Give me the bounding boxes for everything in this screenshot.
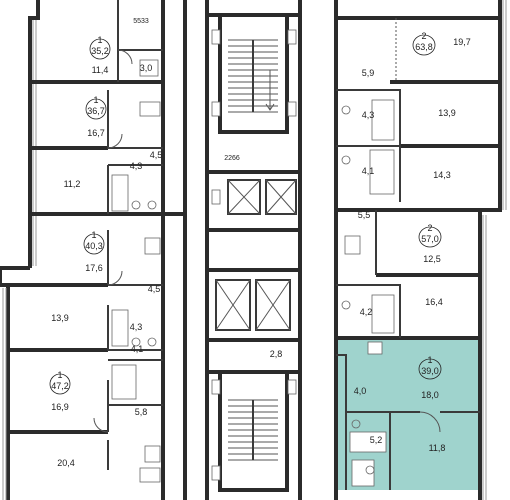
- room-area-label: 4,5: [148, 284, 161, 294]
- room-area-label: 17,6: [85, 263, 103, 273]
- apartment-badge-icon: [412, 34, 436, 56]
- apartment-area-label: 40,3: [85, 241, 103, 251]
- room-area-label: 4,0: [354, 386, 367, 396]
- sink-icon: [367, 341, 383, 355]
- door-swing-icon: [419, 411, 441, 433]
- right-block-fixtures: [341, 99, 441, 487]
- stove-icon: [139, 467, 161, 483]
- right-block-walls: [334, 0, 507, 500]
- sink-icon: [139, 59, 159, 77]
- elevator-shaft-icon: [227, 179, 261, 215]
- bathtub-icon: [371, 99, 395, 141]
- room-area-label: 4,3: [130, 322, 143, 332]
- apartment-rooms-label: 1: [57, 370, 62, 380]
- shower-icon: [111, 364, 137, 400]
- room-area-label: 11,2: [64, 179, 81, 189]
- door-swing-icon: [107, 270, 123, 286]
- room-area-label: 20,4: [57, 458, 75, 468]
- room-area-label: 2,8: [270, 349, 283, 359]
- room-area-label: 4,5: [150, 150, 163, 160]
- room-area-label: 5,8: [135, 407, 148, 417]
- sink-icon: [144, 237, 161, 255]
- bathtub-icon: [111, 174, 129, 212]
- apartment-area-label: 47,2: [51, 381, 69, 391]
- door-swing-icon: [107, 133, 123, 149]
- room-area-label: 4,2: [360, 307, 373, 317]
- room-area-label: 16,9: [51, 402, 69, 412]
- left-block-labels: 1 35,2 11,4 3,0 5533 1 36,7 16,7 4,5 11,…: [49, 18, 163, 468]
- left-block-fixtures: [93, 49, 161, 483]
- shower-icon: [351, 459, 375, 487]
- selected-apartment-labels: 1 39,0 4,0 18,0 5,2 11,8: [354, 355, 446, 453]
- room-area-label: 13,9: [438, 108, 456, 118]
- sink-icon: [144, 445, 161, 463]
- apartment-badge-icon: [83, 233, 105, 255]
- toilet-icon: [341, 155, 351, 165]
- room-area-label: 11,8: [429, 443, 446, 453]
- apartment-area-label: 36,7: [87, 106, 105, 116]
- apartment-badge-icon: [85, 98, 107, 120]
- room-tag-label: 5533: [133, 18, 149, 25]
- apartment-area-label: 35,2: [91, 46, 109, 56]
- apartment-area-label: 39,0: [421, 366, 439, 376]
- elevator-shaft-icon: [215, 279, 251, 331]
- toilet-icon: [341, 300, 351, 310]
- room-area-label: 16,4: [425, 297, 443, 307]
- toilet-icon: [131, 337, 141, 347]
- sink-icon: [344, 235, 361, 255]
- room-area-label: 5,5: [358, 210, 371, 220]
- room-area-label: 4,3: [130, 161, 143, 171]
- room-tag-label: 2266: [224, 155, 240, 162]
- apartment-rooms-label: 2: [421, 31, 426, 41]
- left-block-walls: [0, 0, 187, 500]
- door-swing-icon: [93, 417, 109, 433]
- apartment-rooms-label: 1: [97, 35, 102, 45]
- apartment-area-label: 57,0: [421, 234, 439, 244]
- core-walls: [205, 0, 302, 500]
- sink-icon: [147, 200, 157, 210]
- room-area-label: 16,7: [87, 128, 105, 138]
- apartment-badge-icon: [418, 358, 442, 380]
- room-area-label: 11,4: [92, 65, 109, 75]
- room-area-label: 5,2: [370, 435, 383, 445]
- bathtub-icon: [371, 294, 395, 334]
- bathtub-icon: [349, 431, 387, 453]
- bathtub-icon: [111, 309, 129, 347]
- toilet-icon: [351, 419, 361, 429]
- apartment-badge-icon: [49, 373, 71, 395]
- toilet-icon: [341, 105, 351, 115]
- room-area-label: 4,1: [362, 166, 375, 176]
- toilet-icon: [131, 200, 141, 210]
- room-area-label: 14,3: [433, 170, 451, 180]
- right-block-labels: 2 63,8 19,7 5,9 4,3 13,9 4,1 14,3 2 57,0…: [358, 31, 471, 317]
- room-area-label: 5,9: [362, 68, 375, 78]
- apartment-badge-icon: [418, 226, 442, 248]
- room-area-label: 4,1: [131, 344, 144, 354]
- room-area-label: 13,9: [51, 313, 69, 323]
- room-area-label: 12,5: [423, 254, 441, 264]
- elevator-shaft-icon: [265, 179, 297, 215]
- apartment-rooms-label: 1: [427, 355, 432, 365]
- door-swing-icon: [117, 49, 133, 65]
- room-area-label: 3,0: [140, 63, 153, 73]
- room-area-label: 19,7: [453, 37, 471, 47]
- apartment-rooms-label: 1: [93, 95, 98, 105]
- apartment-area-label: 63,8: [415, 42, 433, 52]
- sink-icon: [147, 337, 157, 347]
- room-area-label: 4,3: [362, 110, 375, 120]
- apartment-badge-icon: [89, 38, 111, 60]
- sink-icon: [139, 101, 161, 117]
- bathtub-icon: [369, 149, 395, 195]
- apartment-rooms-label: 1: [91, 230, 96, 240]
- elevator-shaft-icon: [255, 279, 291, 331]
- apartment-rooms-label: 2: [427, 223, 432, 233]
- core-labels: 2266 2,8: [224, 155, 282, 359]
- room-area-label: 18,0: [421, 390, 439, 400]
